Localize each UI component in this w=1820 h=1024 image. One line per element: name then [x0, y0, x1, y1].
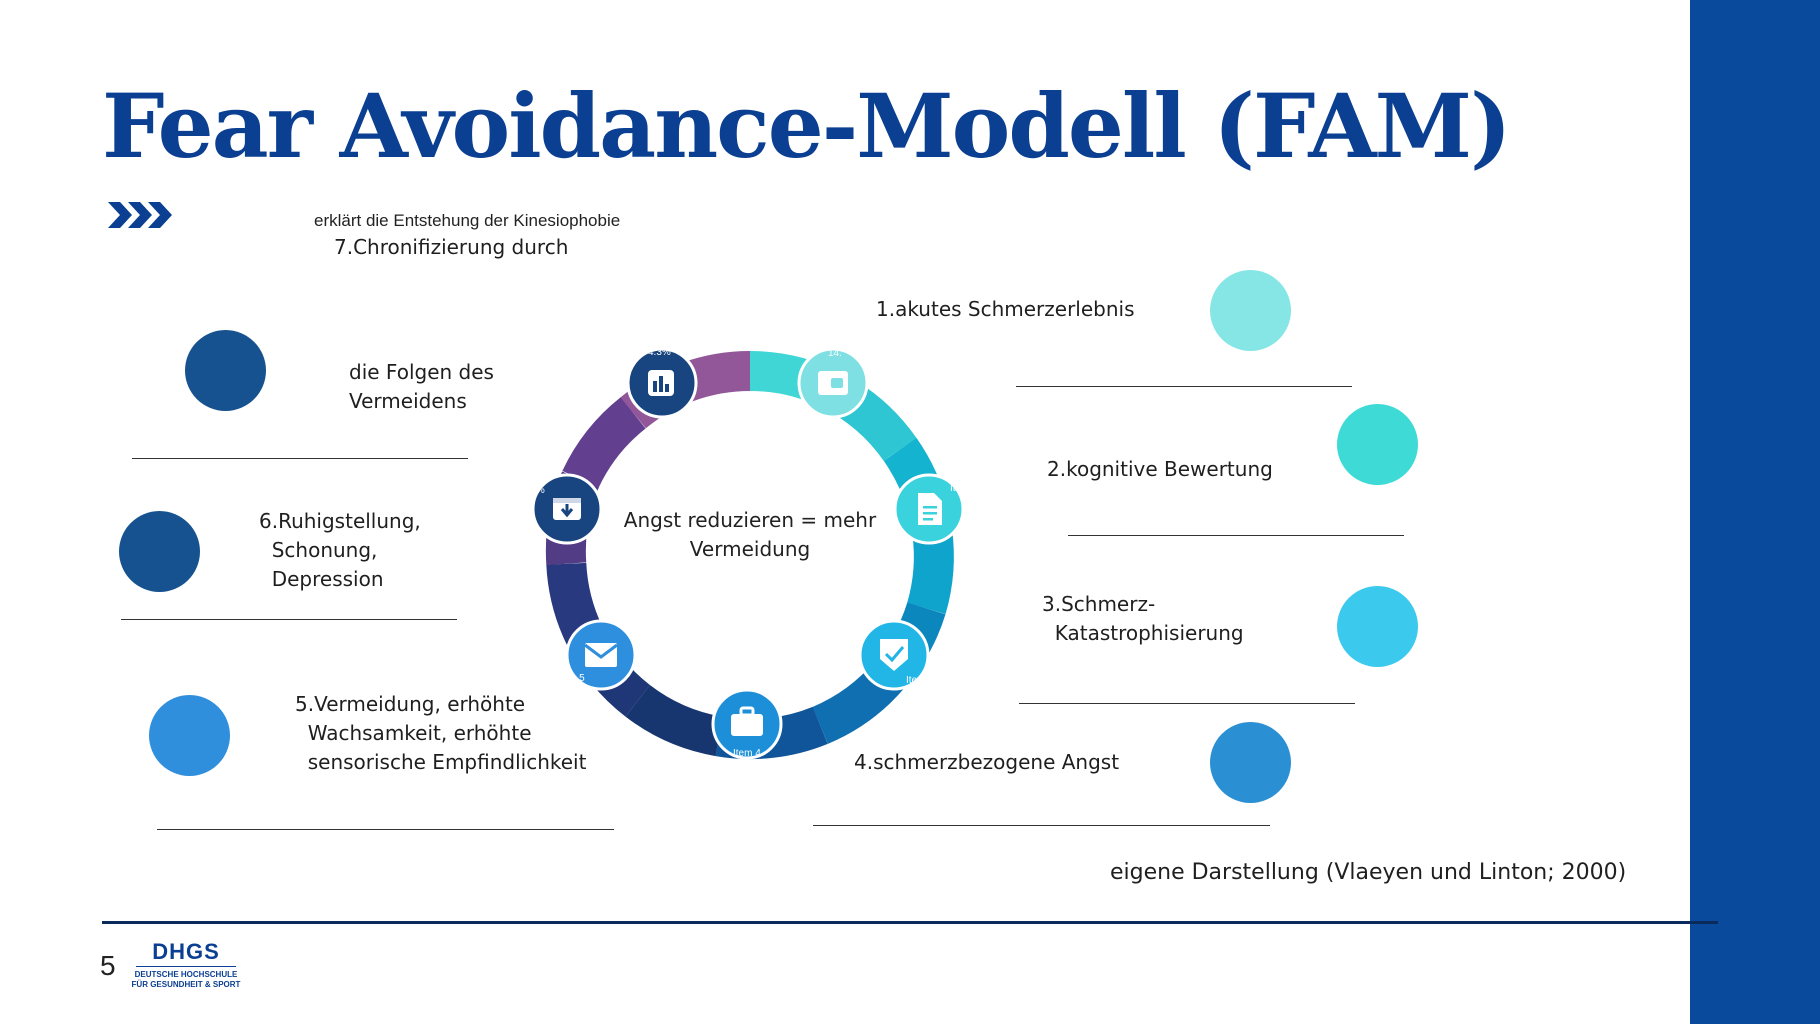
step-3-underline [1019, 703, 1355, 704]
step-3-dot [1337, 586, 1418, 667]
step-6-underline [121, 619, 457, 620]
logo-name: DHGS [152, 939, 220, 964]
wheel-fragment-3: Ite 14 [950, 483, 975, 494]
side-accent-bar [1690, 0, 1820, 1024]
chevrons-icon [108, 202, 172, 228]
step-7-underline [132, 458, 468, 459]
slide-subtitle: erklärt die Entstehung der Kinesiophobie [314, 211, 621, 230]
source-note: eigene Darstellung (Vlaeyen und Linton; … [1110, 860, 1627, 885]
logo-divider [136, 966, 236, 967]
slide-title: Fear Avoidance-Modell (FAM) [102, 74, 1512, 178]
logo-line-2: FÜR GESUNDHEIT & SPORT [131, 980, 241, 989]
page-number: 5 [100, 950, 116, 981]
wheel-fragment-1: 4.3% [648, 347, 671, 358]
wheel-fragment-6: m 5 [568, 673, 585, 684]
wheel-fragment-2: 14. [828, 348, 842, 359]
step-4-label: 4.schmerzbezogene Angst [854, 750, 1120, 774]
step-1-dot [1210, 270, 1291, 351]
step-2-dot [1337, 404, 1418, 485]
wheel-node-wallet [797, 347, 869, 419]
wheel-node-chart [626, 347, 698, 419]
step-5-dot [149, 695, 230, 776]
step-6-label: 6.Ruhigstellung, Schonung, Depression [259, 509, 421, 591]
step-2-label: 2.kognitive Bewertung [1047, 457, 1273, 481]
wheel-node-download-box [531, 473, 603, 545]
step-6-dot [119, 511, 200, 592]
step-7-label: 7.Chronifizierung durch [334, 235, 569, 259]
footer-rule [102, 921, 1718, 924]
wheel-fragment-4: Item [906, 675, 925, 686]
step-5-underline [157, 829, 614, 830]
step-7-dot [185, 330, 266, 411]
wheel-fragment-5: Item 4 [733, 748, 761, 759]
dhgs-logo: DHGS DEUTSCHE HOCHSCHULE FÜR GESUNDHEIT … [130, 940, 242, 990]
wheel-node-document [893, 473, 965, 545]
consequences-label: die Folgen des Vermeidens [349, 360, 494, 413]
wheel-fragment-7: 6 3% [522, 485, 545, 496]
step-4-dot [1210, 722, 1291, 803]
wheel-node-briefcase [711, 688, 783, 760]
step-1-label: 1.akutes Schmerzerlebnis [876, 297, 1135, 321]
step-5-label: 5.Vermeidung, erhöhte Wachsamkeit, erhöh… [295, 692, 587, 774]
step-1-underline [1016, 386, 1352, 387]
wheel-node-check-shield [858, 619, 930, 691]
wheel-node-mail [565, 619, 637, 691]
wheel-center-text: Angst reduzieren = mehr Vermeidung [623, 508, 877, 561]
cycle-wheel: 4.3% 14. Ite 14 Item Item 4 m 5 [522, 347, 975, 760]
logo-line-1: DEUTSCHE HOCHSCHULE [134, 970, 238, 979]
step-4-underline [813, 825, 1270, 826]
step-2-underline [1068, 535, 1404, 536]
step-3-label: 3.Schmerz- Katastrophisierung [1042, 592, 1244, 645]
